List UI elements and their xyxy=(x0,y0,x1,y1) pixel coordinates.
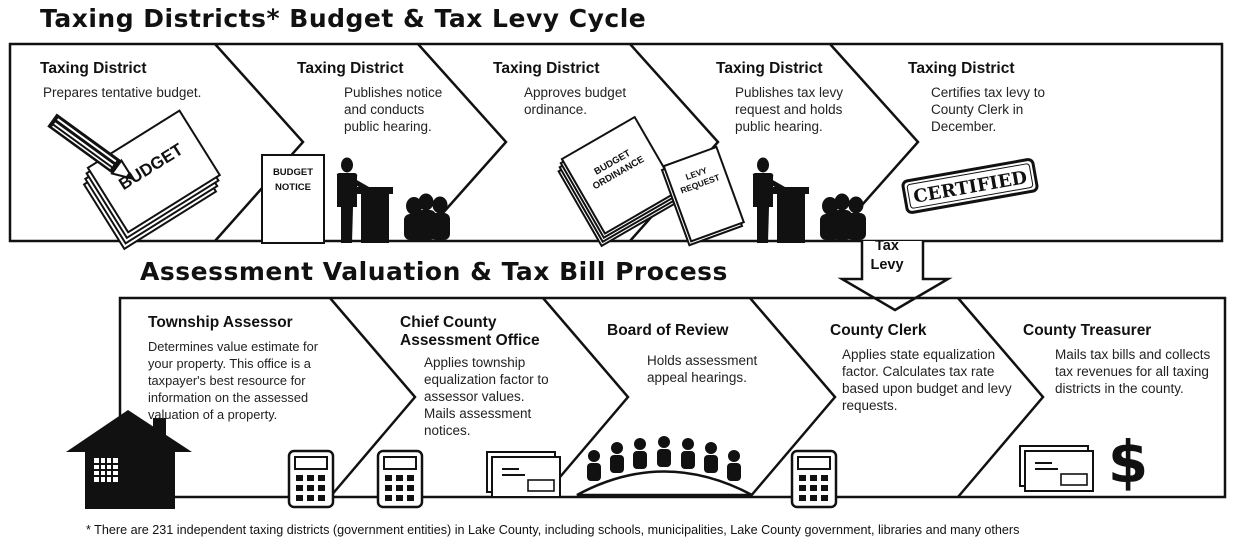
assessment-step-county-clerk: County Clerk Applies state equalization … xyxy=(830,322,1020,414)
budget-step-notice: Taxing District Publishes notice and con… xyxy=(297,60,442,135)
calculator-icon xyxy=(790,449,838,509)
assessment-step-board-of-review: Board of Review Holds assessment appeal … xyxy=(607,322,767,386)
budget-cycle-frame xyxy=(8,42,1224,243)
step-description: Publishes notice and conducts public hea… xyxy=(344,85,443,134)
pencil-icon xyxy=(47,113,136,181)
assessment-process-title: Assessment Valuation & Tax Bill Process xyxy=(140,257,728,286)
step-description: Determines value estimate for your prope… xyxy=(148,339,318,422)
tax-levy-label: Tax Levy xyxy=(870,238,904,273)
calculator-icon xyxy=(287,449,335,509)
step-title: Taxing District xyxy=(716,60,823,77)
envelope-icon xyxy=(1019,445,1094,492)
envelope-icon xyxy=(486,451,561,498)
budget-step-levy-request: Taxing District Publishes tax levy reque… xyxy=(716,60,866,135)
assessment-step-county-treasurer: County Treasurer Mails tax bills and col… xyxy=(1023,322,1210,397)
speaker-icon xyxy=(752,157,809,243)
budget-step-prepares: Taxing District Prepares tentative budge… xyxy=(40,60,220,101)
step-title: Chief County Assessment Office xyxy=(400,314,540,349)
step-description: Prepares tentative budget. xyxy=(43,85,202,100)
budget-notice-icon: BUDGET NOTICE xyxy=(261,154,325,244)
step-description: Applies township equalization factor to … xyxy=(424,355,549,438)
step-description: Applies state equalization factor. Calcu… xyxy=(842,347,1012,413)
assessment-chevrons xyxy=(329,297,1045,498)
step-title: County Treasurer xyxy=(1023,322,1152,339)
budget-ordinance-icon: BUDGET ORDINANCE xyxy=(557,115,680,248)
dollar-sign-icon: $ xyxy=(1108,428,1148,496)
audience-icon xyxy=(820,193,866,240)
budget-cycle-title: Taxing Districts* Budget & Tax Levy Cycl… xyxy=(40,4,647,33)
house-icon xyxy=(66,410,192,509)
budget-document-icon: BUDGET xyxy=(82,109,222,251)
step-description: Publishes tax levy request and holds pub… xyxy=(735,85,844,134)
step-title: Taxing District xyxy=(908,60,1015,77)
step-title: Taxing District xyxy=(40,60,147,77)
svg-text:NOTICE: NOTICE xyxy=(275,182,311,193)
step-description: Mails tax bills and collects tax revenue… xyxy=(1055,347,1211,396)
footnote: * There are 231 independent taxing distr… xyxy=(86,523,1020,537)
budget-step-approves: Taxing District Approves budget ordinanc… xyxy=(493,60,633,118)
levy-request-icon: LEVY REQUEST xyxy=(660,145,746,247)
board-table-icon xyxy=(576,436,753,497)
step-description: Certifies tax levy to County Clerk in De… xyxy=(931,85,1046,134)
tax-levy-arrow xyxy=(837,241,953,312)
audience-icon xyxy=(404,193,450,240)
step-title: Taxing District xyxy=(297,60,404,77)
assessment-step-chief-office: Chief County Assessment Office Applies t… xyxy=(400,314,560,439)
step-title: Board of Review xyxy=(607,322,729,339)
calculator-icon xyxy=(376,449,424,509)
budget-step-certifies: Taxing District Certifies tax levy to Co… xyxy=(908,60,1048,135)
step-description: Holds assessment appeal hearings. xyxy=(647,353,758,385)
step-title: County Clerk xyxy=(830,322,927,339)
assessment-step-assessor: Township Assessor Determines value estim… xyxy=(148,314,338,423)
certified-stamp-icon: CERTIFIED xyxy=(901,158,1039,214)
step-description: Approves budget ordinance. xyxy=(524,85,627,117)
step-title: Taxing District xyxy=(493,60,600,77)
step-title: Township Assessor xyxy=(148,314,293,331)
svg-text:BUDGET: BUDGET xyxy=(273,167,313,178)
speaker-icon xyxy=(336,157,393,243)
